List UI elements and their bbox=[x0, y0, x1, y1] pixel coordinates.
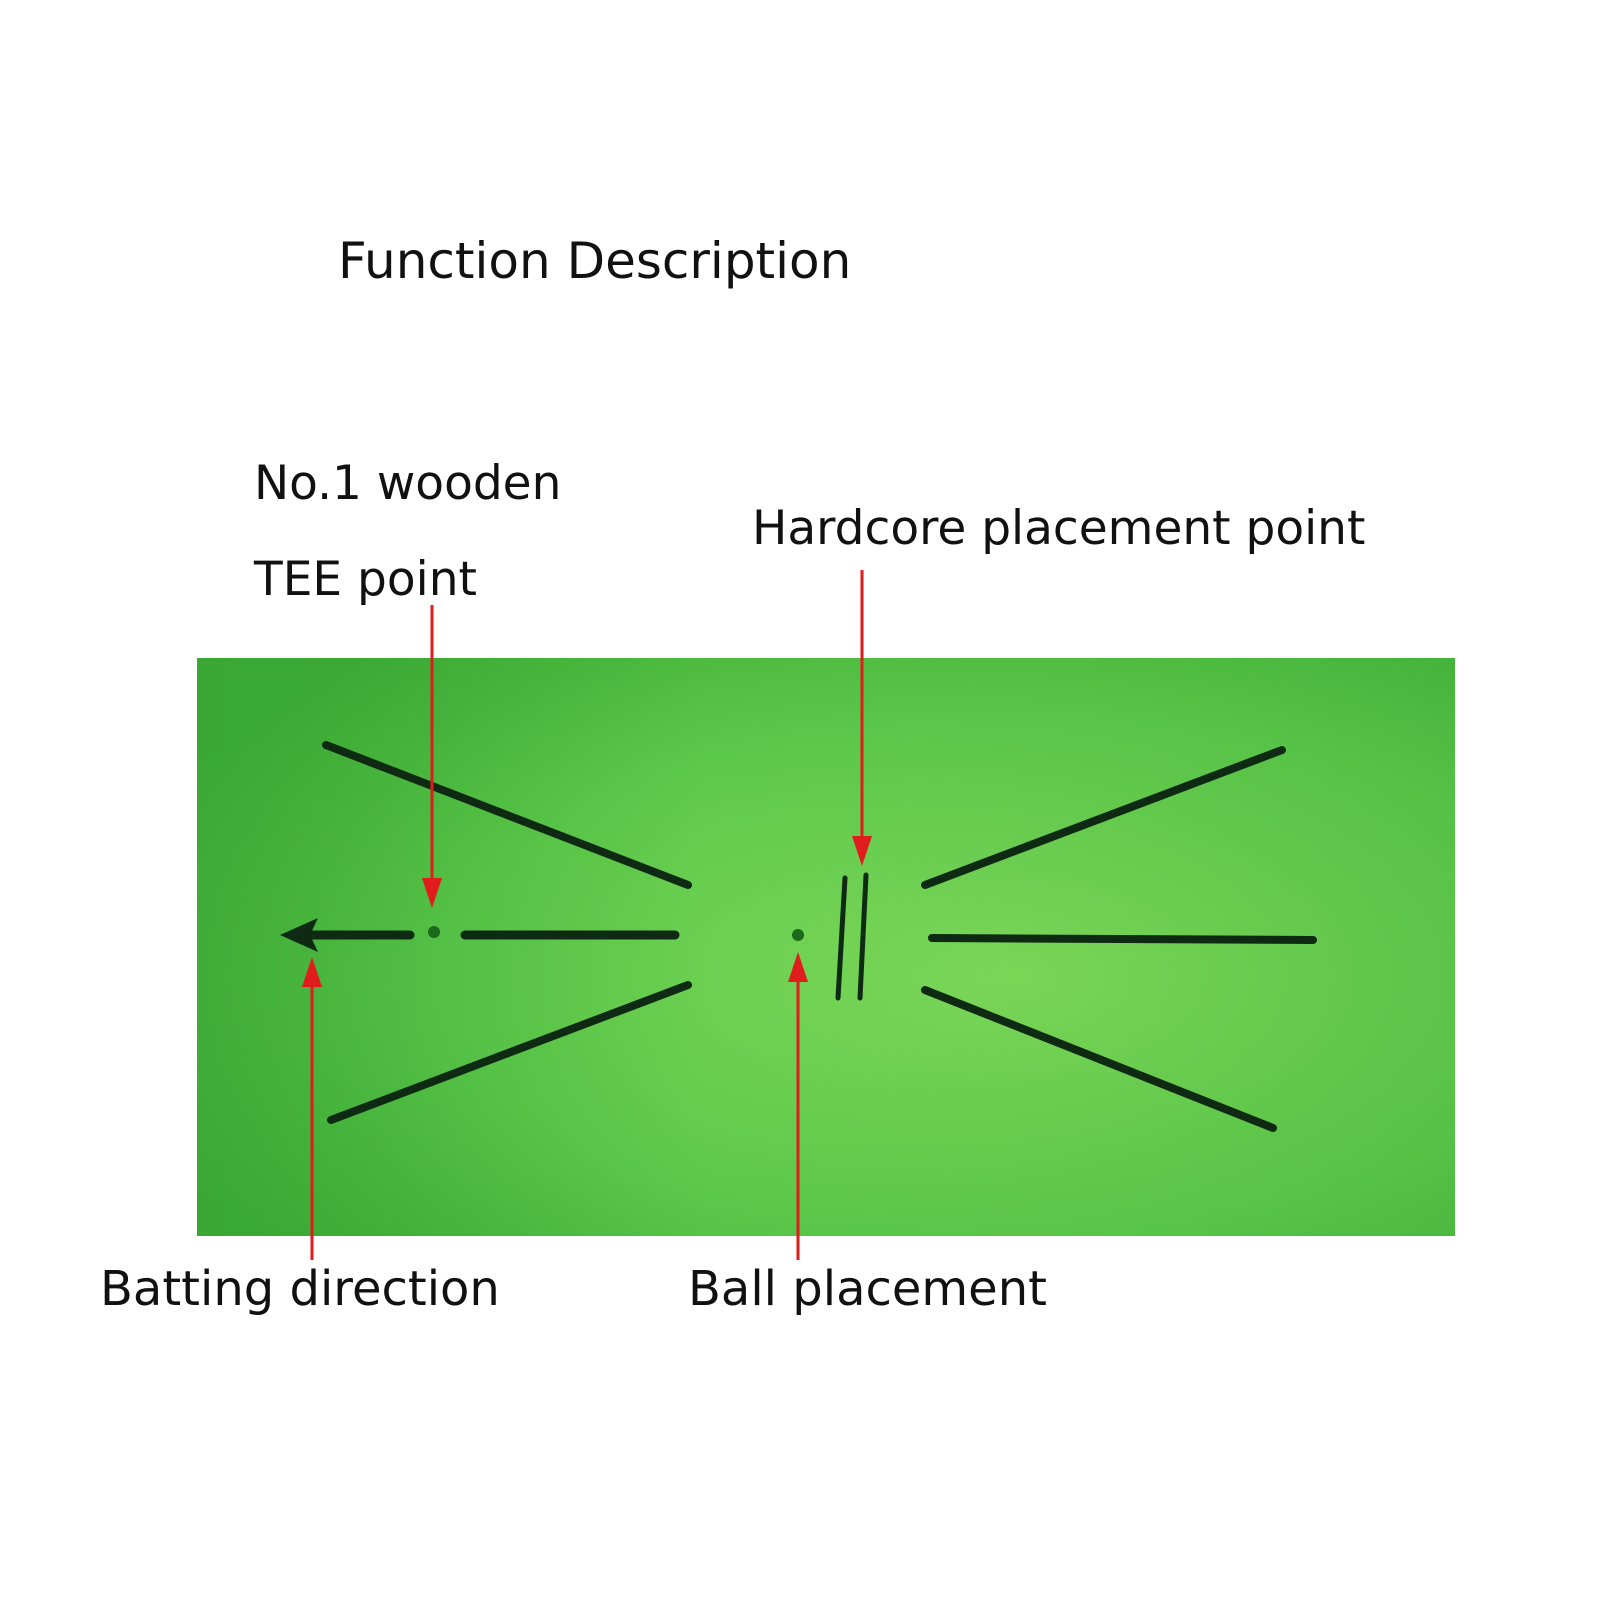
tee-point-dot bbox=[428, 926, 440, 938]
mat-line-right-middle bbox=[928, 934, 1317, 944]
practice-mat-shade bbox=[197, 658, 1455, 1236]
ball-placement-dot bbox=[792, 929, 804, 941]
mat-line-right-upper bbox=[921, 746, 1286, 889]
mat-line-right-lower bbox=[921, 986, 1277, 1132]
batting-direction-label: Batting direction bbox=[100, 1261, 500, 1317]
batting-arrowhead bbox=[302, 957, 322, 987]
tee-point-arrowhead bbox=[422, 878, 442, 908]
mat-line-left-upper bbox=[322, 741, 692, 889]
ball-arrowhead bbox=[788, 952, 808, 982]
mat-line-left-lower bbox=[327, 981, 692, 1124]
ball-placement-label: Ball placement bbox=[688, 1261, 1047, 1317]
hardcore-line-right bbox=[857, 872, 869, 1001]
direction-arrowhead bbox=[280, 918, 318, 952]
tee-point-label-line1: No.1 wooden bbox=[254, 456, 562, 511]
tee-point-label-line2: TEE point bbox=[254, 552, 477, 607]
hardcore-placement-label: Hardcore placement point bbox=[752, 501, 1366, 556]
page-title: Function Description bbox=[338, 232, 852, 290]
hardcore-arrowhead bbox=[852, 836, 872, 866]
hardcore-line-left bbox=[835, 875, 848, 1001]
